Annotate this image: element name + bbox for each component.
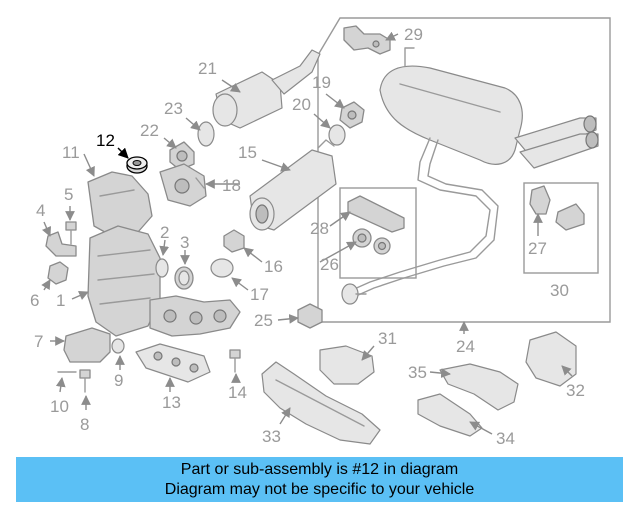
heat-shield-part-31 bbox=[319, 345, 375, 385]
clamp-part-3 bbox=[174, 266, 194, 290]
washer-part-9 bbox=[111, 338, 125, 354]
callout-22: 22 bbox=[140, 121, 159, 140]
callout-17: 17 bbox=[250, 285, 269, 304]
intermediate-pipe-part bbox=[341, 137, 499, 305]
gasket-part-23 bbox=[197, 121, 215, 147]
callout-2: 2 bbox=[160, 223, 169, 242]
callout-8: 8 bbox=[80, 415, 89, 434]
leader-line-12 bbox=[117, 147, 129, 159]
callout-11: 11 bbox=[62, 143, 80, 162]
manifold-part bbox=[149, 295, 241, 337]
rear-silencer-part bbox=[379, 47, 599, 169]
heat-shield-part-35 bbox=[439, 363, 519, 411]
elbow-part-18 bbox=[159, 163, 207, 207]
leader-lines bbox=[41, 31, 573, 435]
callout-16: 16 bbox=[264, 257, 283, 276]
bolt-part-8 bbox=[79, 369, 91, 393]
converter-part-1 bbox=[87, 225, 161, 337]
callout-23: 23 bbox=[164, 99, 183, 118]
callout-29: 29 bbox=[404, 25, 423, 44]
callout-20: 20 bbox=[292, 95, 311, 114]
heat-shield-part-11 bbox=[87, 171, 153, 237]
front-pipe-part-21 bbox=[212, 49, 321, 129]
callout-7: 7 bbox=[34, 332, 43, 351]
banner-line-1: Part or sub-assembly is #12 in diagram bbox=[180, 460, 459, 478]
callout-9: 9 bbox=[114, 371, 123, 390]
callout-30: 30 bbox=[550, 281, 569, 300]
callout-28: 28 bbox=[310, 219, 329, 238]
bracket-part-7 bbox=[63, 327, 111, 363]
flange-part-22 bbox=[169, 141, 195, 171]
callout-34: 34 bbox=[496, 429, 515, 448]
group-outline-24 bbox=[317, 17, 611, 323]
callout-13: 13 bbox=[162, 393, 181, 412]
group-box-27 bbox=[523, 182, 599, 274]
callout-3: 3 bbox=[180, 233, 189, 252]
callout-1: 1 bbox=[56, 291, 65, 310]
gasket-part-2 bbox=[155, 258, 169, 278]
gasket-plate-part-13 bbox=[135, 343, 211, 383]
rubber-mount-part-26 bbox=[352, 228, 391, 255]
heat-shield-part-34 bbox=[417, 393, 483, 437]
clamp-part-16 bbox=[223, 229, 245, 253]
clamp-part-25 bbox=[297, 303, 323, 329]
callout-21: 21 bbox=[198, 59, 217, 78]
gasket-part-20 bbox=[328, 124, 346, 146]
gasket-part-17 bbox=[210, 258, 234, 278]
callout-5: 5 bbox=[64, 185, 73, 204]
callout-24: 24 bbox=[456, 337, 475, 356]
heat-shield-part-33 bbox=[261, 361, 381, 445]
group-box-26-28 bbox=[339, 187, 417, 279]
nut-part-12 bbox=[126, 156, 148, 174]
callout-labels: 1 2 3 4 5 6 7 8 9 10 11 12 13 14 15 16 1… bbox=[30, 25, 585, 448]
bracket-part-4 bbox=[45, 231, 77, 257]
banner-line-2: Diagram may not be specific to your vehi… bbox=[164, 480, 475, 498]
hanger-part-27 bbox=[529, 185, 585, 231]
callout-31: 31 bbox=[378, 329, 397, 348]
callout-4: 4 bbox=[36, 201, 45, 220]
callout-14: 14 bbox=[228, 383, 247, 402]
callout-26: 26 bbox=[320, 255, 339, 274]
exhaust-parts-diagram: 1 2 3 4 5 6 7 8 9 10 11 12 13 14 15 16 1… bbox=[30, 17, 611, 448]
callout-12: 12 bbox=[96, 131, 115, 150]
callout-33: 33 bbox=[262, 427, 281, 446]
info-banner: Part or sub-assembly is #12 in diagram D… bbox=[16, 457, 623, 502]
callout-32: 32 bbox=[566, 381, 585, 400]
callout-19: 19 bbox=[312, 73, 331, 92]
dpf-part-15 bbox=[249, 139, 337, 231]
bushing-part-6 bbox=[47, 261, 69, 285]
bolt-part-5 bbox=[65, 221, 77, 245]
hanger-bracket-part-29 bbox=[343, 25, 391, 55]
bracket-part-28 bbox=[347, 195, 405, 233]
callout-15: 15 bbox=[238, 143, 257, 162]
callout-18: 18 bbox=[222, 176, 241, 195]
callout-25: 25 bbox=[254, 311, 273, 330]
callout-6: 6 bbox=[30, 291, 39, 310]
callout-35: 35 bbox=[408, 363, 427, 382]
callout-10: 10 bbox=[50, 397, 69, 416]
bolt-part-14 bbox=[229, 349, 241, 373]
callout-27: 27 bbox=[528, 239, 547, 258]
heat-shield-part-32 bbox=[525, 331, 577, 387]
clamp-part-19 bbox=[339, 101, 365, 129]
